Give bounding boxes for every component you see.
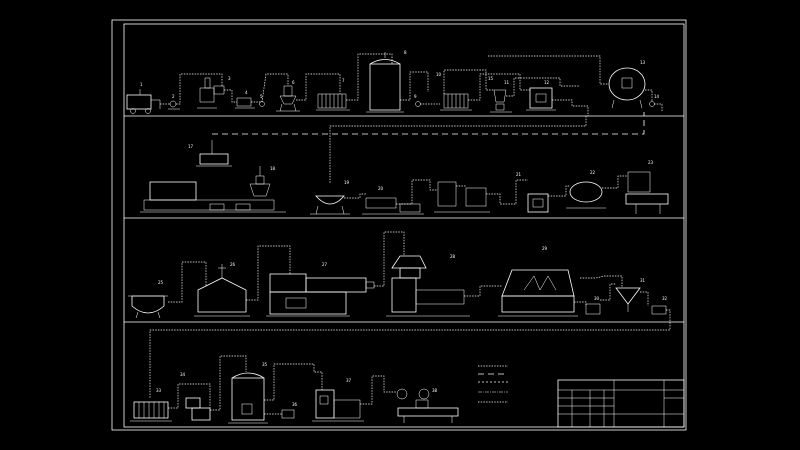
tag-12: 12 <box>544 80 550 85</box>
row-4-pipelines <box>168 355 397 415</box>
tag-36: 36 <box>292 402 298 407</box>
equipment-28-press <box>386 255 470 317</box>
equipment-7-plate-heat-exchanger <box>316 93 350 111</box>
row-1-equipment <box>126 52 655 114</box>
tag-15: 15 <box>488 76 494 81</box>
equipment-12-control-unit <box>526 87 556 111</box>
tag-5: 5 <box>260 94 263 99</box>
equipment-32-pump <box>651 305 667 315</box>
tag-35: 35 <box>262 362 268 367</box>
tag-22: 22 <box>590 170 596 175</box>
equipment-14-pump <box>649 101 655 107</box>
tag-4: 4 <box>245 90 248 95</box>
tag-26: 26 <box>230 262 236 267</box>
equipment-19-mixing-vessel <box>310 195 350 215</box>
tag-11: 11 <box>504 80 510 85</box>
line-legend <box>478 365 508 403</box>
equipment-17-tank <box>196 140 232 167</box>
equipment-3-filter <box>197 77 217 109</box>
equipment-30-small-unit <box>585 303 601 315</box>
tag-19: 19 <box>344 180 350 185</box>
title-block <box>557 379 685 428</box>
equipment-29-conveyor-oven <box>498 269 578 317</box>
equipment-21-unit <box>527 193 549 213</box>
tag-37: 37 <box>346 378 352 383</box>
tag-33: 33 <box>156 388 162 393</box>
equipment-23-packing-machine <box>625 171 669 214</box>
equipment-10-heat-exchanger <box>440 93 472 111</box>
tag-27: 27 <box>322 262 328 267</box>
tag-14: 14 <box>654 94 660 99</box>
equipment-38-capping-machine <box>396 388 459 423</box>
equipment-33-heat-exchanger <box>130 401 172 422</box>
tag-2: 2 <box>172 94 175 99</box>
row-dividers <box>124 115 684 323</box>
equipment-36-pump <box>281 409 295 419</box>
tag-30: 30 <box>594 296 600 301</box>
equipment-37-filler <box>312 389 364 422</box>
equipment-34-unit <box>185 397 211 421</box>
equipment-1-tank-truck <box>126 89 161 114</box>
equipment-4-valve-unit <box>213 85 255 109</box>
tag-18: 18 <box>270 166 276 171</box>
equipment-9-pump <box>415 101 421 107</box>
tag-32: 32 <box>662 296 668 301</box>
tag-25: 25 <box>158 280 164 285</box>
equipment-27-extruder <box>266 273 375 317</box>
tag-9: 9 <box>414 94 417 99</box>
tag-13: 13 <box>640 60 646 65</box>
tag-28: 28 <box>450 254 456 259</box>
tag-34: 34 <box>180 372 186 377</box>
row-1-pipelines <box>160 53 663 116</box>
equipment-2-pump <box>168 100 180 110</box>
equipment-row2-twin-tanks <box>434 181 490 213</box>
equipment-13-horizontal-tank <box>608 67 646 109</box>
row-3-equipment <box>128 255 667 319</box>
tag-31: 31 <box>640 278 646 283</box>
equipment-31-mixer <box>615 287 641 312</box>
equipment-25-jacketed-kettle <box>128 295 168 319</box>
equipment-20-conveyor <box>362 197 424 215</box>
transfer-line-row1-row2 <box>212 112 645 184</box>
drawing-frame <box>111 19 687 431</box>
row-2-equipment <box>140 140 669 215</box>
tag-17: 17 <box>188 144 194 149</box>
tag-7: 7 <box>342 78 345 83</box>
tag-10: 10 <box>436 72 442 77</box>
row-3-pipelines <box>149 231 671 398</box>
tag-6: 6 <box>292 80 295 85</box>
tag-20: 20 <box>378 186 384 191</box>
tag-8: 8 <box>404 50 407 55</box>
equipment-6-separator <box>276 85 300 112</box>
equipment-26-cooking-tank <box>194 264 250 317</box>
row-4-equipment <box>130 372 459 424</box>
equipment-8-storage-tank <box>366 52 404 113</box>
tag-labels: 1 2 3 4 5 6 7 8 9 10 11 12 13 14 15 17 1… <box>140 50 668 407</box>
row-2-pipelines <box>344 175 628 205</box>
equipment-22-kettle <box>566 181 606 209</box>
equipment-11-homogenizer <box>490 89 512 113</box>
equipment-35-storage-tank <box>228 372 268 424</box>
tag-21: 21 <box>516 172 522 177</box>
tag-38: 38 <box>432 388 438 393</box>
equipment-row2-filling-machine <box>140 181 286 213</box>
tag-29: 29 <box>542 246 548 251</box>
tag-3: 3 <box>228 76 231 81</box>
tag-23: 23 <box>648 160 654 165</box>
tag-1: 1 <box>140 82 143 87</box>
equipment-18-separator <box>249 166 271 197</box>
